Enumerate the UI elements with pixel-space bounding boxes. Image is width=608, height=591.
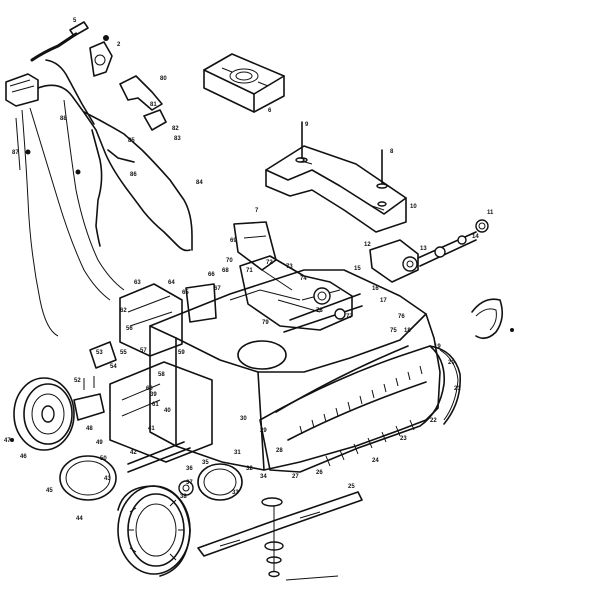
callout-label: 42 [130,450,137,456]
top-pad [203,53,285,113]
callout-label: 28 [276,448,283,454]
callout-label: 83 [174,136,181,142]
callout-label: 52 [74,378,81,384]
callout-label: 5 [73,18,77,24]
callout-label: 14 [472,234,479,240]
callout-label: 37 [186,480,193,486]
callout-labels: 2 5 6 7 8 9 10 11 12 13 14 15 16 17 18 1… [4,18,494,522]
left-wheel [10,341,117,451]
callout-label: 38 [180,494,187,500]
callout-label: 31 [234,450,241,456]
callout-label: 48 [86,426,93,432]
main-housing [119,221,441,471]
callout-label: 69 [230,238,237,244]
callout-label: 72 [266,260,273,266]
callout-label: 59 [178,350,185,356]
callout-label: 68 [222,268,229,274]
callout-label: 41 [148,426,155,432]
callout-label: 60 [146,386,153,392]
callout-label: 30 [240,416,247,422]
callout-label: 76 [398,314,405,320]
callout-label: 64 [168,280,175,286]
callout-label: 87 [12,150,19,156]
callout-label: 73 [286,264,293,270]
callout-label: 17 [380,298,387,304]
handle-assembly [5,21,193,337]
callout-label: 19 [434,344,441,350]
callout-label: 9 [305,122,309,128]
callout-label: 86 [130,172,137,178]
upper-shroud [265,145,407,233]
callout-label: 77 [346,314,353,320]
front-wheel [117,485,191,577]
callout-label: 6 [268,108,272,114]
callout-label: 46 [20,454,27,460]
callout-label: 78 [316,308,323,314]
callout-label: 34 [260,474,267,480]
callout-label: 13 [420,246,427,252]
callout-label: 7 [255,208,259,214]
callout-label: 11 [487,210,494,216]
callout-label: 70 [226,258,233,264]
callout-label: 62 [120,308,127,314]
callout-label: 61 [152,402,159,408]
callout-label: 27 [292,474,299,480]
callout-label: 65 [182,290,189,296]
callout-label: 16 [372,286,379,292]
callout-label: 18 [404,328,411,334]
callout-label: 35 [202,460,209,466]
callout-label: 66 [208,272,215,278]
callout-label: 12 [364,242,371,248]
callout-label: 85 [128,138,135,144]
callout-label: 8 [390,149,394,155]
callout-label: 82 [172,126,179,132]
blade-assembly [197,491,363,581]
callout-label: 55 [120,350,127,356]
callout-label: 58 [158,372,165,378]
callout-label: 15 [354,266,361,272]
callout-label: 10 [410,204,417,210]
callout-label: 54 [110,364,117,370]
callout-label: 36 [186,466,193,472]
callout-label: 57 [140,348,147,354]
callout-label: 33 [232,490,239,496]
callout-label: 50 [100,456,107,462]
callout-label: 81 [150,102,157,108]
callout-label: 23 [400,436,407,442]
callout-label: 43 [104,476,111,482]
callout-label: 49 [96,440,103,446]
callout-label: 67 [214,286,221,292]
callout-label: 56 [126,326,133,332]
callout-label: 88 [60,116,67,122]
callout-label: 71 [246,268,253,274]
callout-label: 63 [134,280,141,286]
left-bracket-plate [109,361,213,473]
callout-label: 20 [448,360,455,366]
callout-label: 26 [316,470,323,476]
callout-label: 2 [117,42,121,48]
callout-label: 39 [150,392,157,398]
callout-label: 29 [260,428,267,434]
callout-label: 40 [164,408,171,414]
callout-label: 75 [390,328,397,334]
callout-label: 21 [454,386,461,392]
auger-housing [259,345,461,473]
right-drive-parts [369,219,514,340]
callout-label: 84 [196,180,203,186]
callout-label: 80 [160,76,167,82]
callout-label: 44 [76,516,83,522]
callout-label: 25 [348,484,355,490]
callout-label: 79 [262,320,269,326]
callout-label: 74 [300,276,307,282]
callout-label: 53 [96,350,103,356]
wheel-rings [59,455,243,501]
bolts [296,121,388,189]
callout-label: 32 [246,466,253,472]
callout-label: 24 [372,458,379,464]
callout-label: 22 [430,418,437,424]
callout-label: 45 [46,488,53,494]
callout-label: 47 [4,438,11,444]
